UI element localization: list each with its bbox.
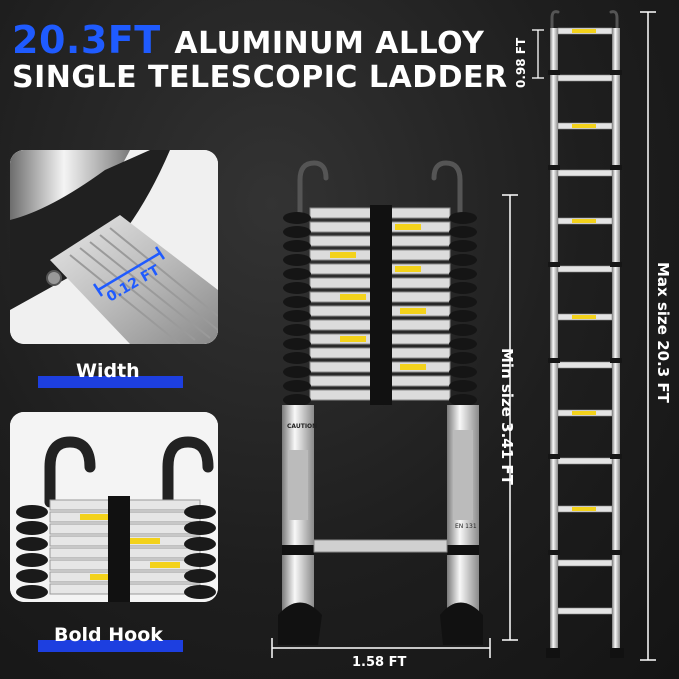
headline-material: ALUMINUM ALLOY — [174, 26, 485, 61]
bold-hook-label-text: Bold Hook — [54, 624, 163, 646]
hook-detail-panel — [10, 412, 218, 602]
max-size-dimension: Max size 20.3 FT — [654, 262, 672, 403]
width-label-text: Width — [76, 360, 140, 382]
width-label: Width — [38, 358, 183, 388]
hook-detail-illustration — [10, 412, 218, 602]
width-detail-panel: 0.12 FT — [10, 150, 218, 344]
standard-text: EN 131 — [455, 523, 477, 530]
caution-text: CAUTION — [287, 423, 317, 430]
rung-spacing-dimension: 0.98 FT — [514, 37, 528, 88]
base-width-dimension: 1.58 FT — [352, 655, 407, 670]
width-detail-illustration: 0.12 FT — [10, 150, 218, 344]
bold-hook-label: Bold Hook — [38, 622, 183, 652]
headline-line-2: SINGLE TELESCOPIC LADDER — [12, 60, 508, 95]
headline-size: 20.3FT — [12, 18, 161, 62]
headline-line-1: 20.3FT ALUMINUM ALLOY — [12, 18, 484, 62]
min-size-dimension: Min size 3.41 FT — [498, 348, 516, 485]
